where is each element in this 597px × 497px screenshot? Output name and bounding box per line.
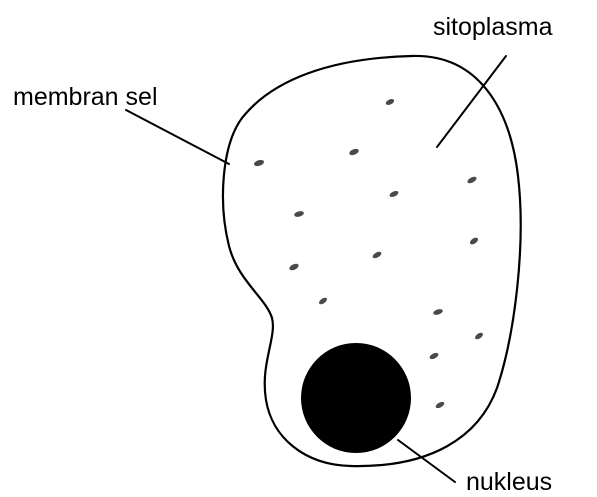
granule: [466, 175, 477, 184]
nucleus-shape: [301, 343, 411, 453]
granule: [385, 98, 395, 106]
granule: [429, 352, 440, 361]
granule: [435, 401, 446, 410]
granule: [293, 210, 304, 218]
granule: [348, 148, 359, 157]
membrane-label: membran sel: [13, 83, 158, 111]
granule: [288, 262, 299, 271]
cytoplasm-label: sitoplasma: [433, 13, 553, 41]
granule: [389, 190, 400, 199]
nucleus-label: nukleus: [466, 468, 552, 496]
granule: [253, 159, 265, 168]
granule: [474, 331, 484, 340]
granule: [469, 236, 480, 246]
granule: [318, 296, 328, 305]
granule: [432, 308, 443, 316]
granule: [372, 250, 383, 259]
membrane-leader-line: [126, 110, 229, 164]
